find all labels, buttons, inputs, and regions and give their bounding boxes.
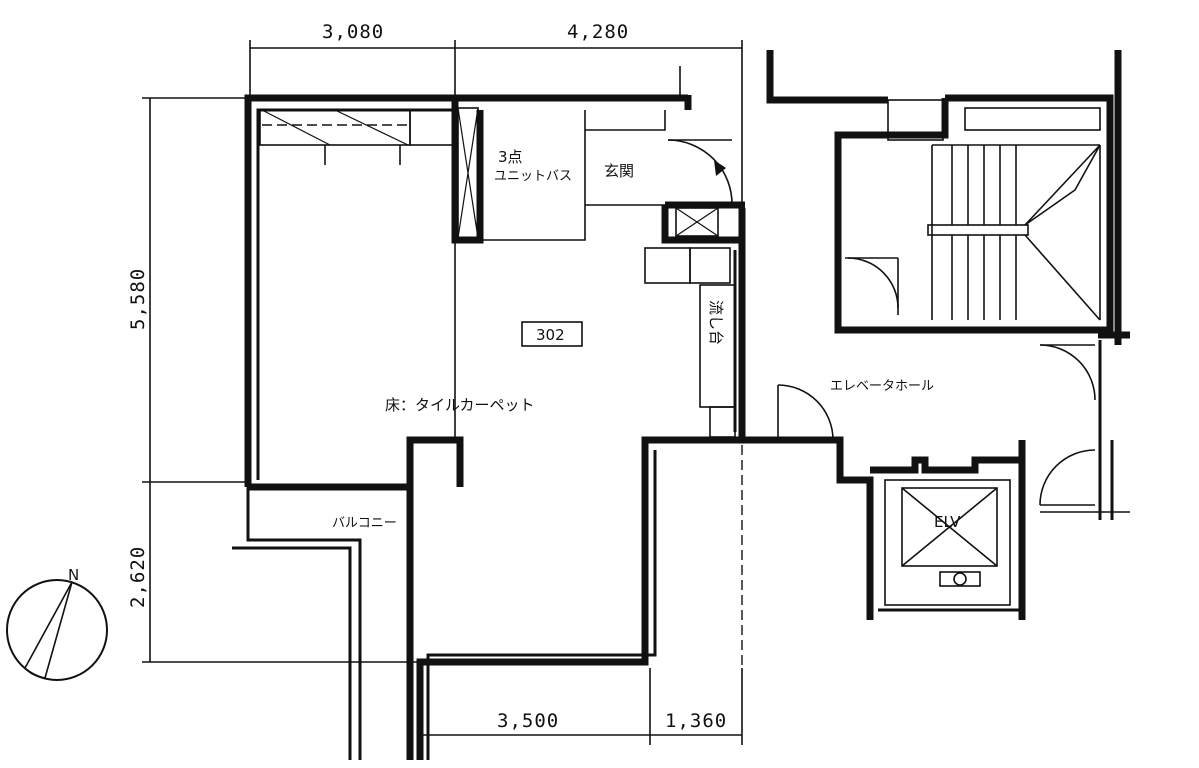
north-label: N — [68, 566, 79, 584]
unit-number: 302 — [536, 326, 565, 344]
elevator-label: ELV — [934, 513, 961, 531]
elevator-shaft — [742, 436, 1026, 620]
unit-number-box — [521, 321, 583, 347]
bath-label-line2: ユニットバス — [494, 169, 572, 184]
kitchen-label: 流し台 — [707, 300, 725, 345]
dim-top-left: 3,080 — [322, 21, 384, 43]
bath-label-line1: 3点 — [498, 148, 523, 166]
dim-top-right: 4,280 — [567, 21, 629, 43]
hall-doors — [777, 331, 1130, 520]
entrance-label: 玄関 — [604, 162, 634, 180]
kitchen-counter — [644, 247, 736, 438]
unit-walls — [232, 94, 746, 760]
balcony-label: バルコニー — [332, 516, 397, 531]
floor-label: 床：タイルカーペット — [385, 396, 535, 414]
elevator-hall-label: エレベータホール — [830, 379, 934, 394]
pipe-shaft — [457, 107, 719, 239]
dim-left-upper: 5,580 — [127, 268, 149, 330]
north-arrow — [6, 579, 108, 681]
dim-bottom-right: 1,360 — [665, 710, 727, 732]
dim-bottom-left: 3,500 — [497, 710, 559, 732]
entrance-door — [667, 66, 733, 206]
dim-left-lower: 2,620 — [127, 546, 149, 608]
stairwell — [766, 50, 1122, 345]
closet — [259, 109, 456, 165]
